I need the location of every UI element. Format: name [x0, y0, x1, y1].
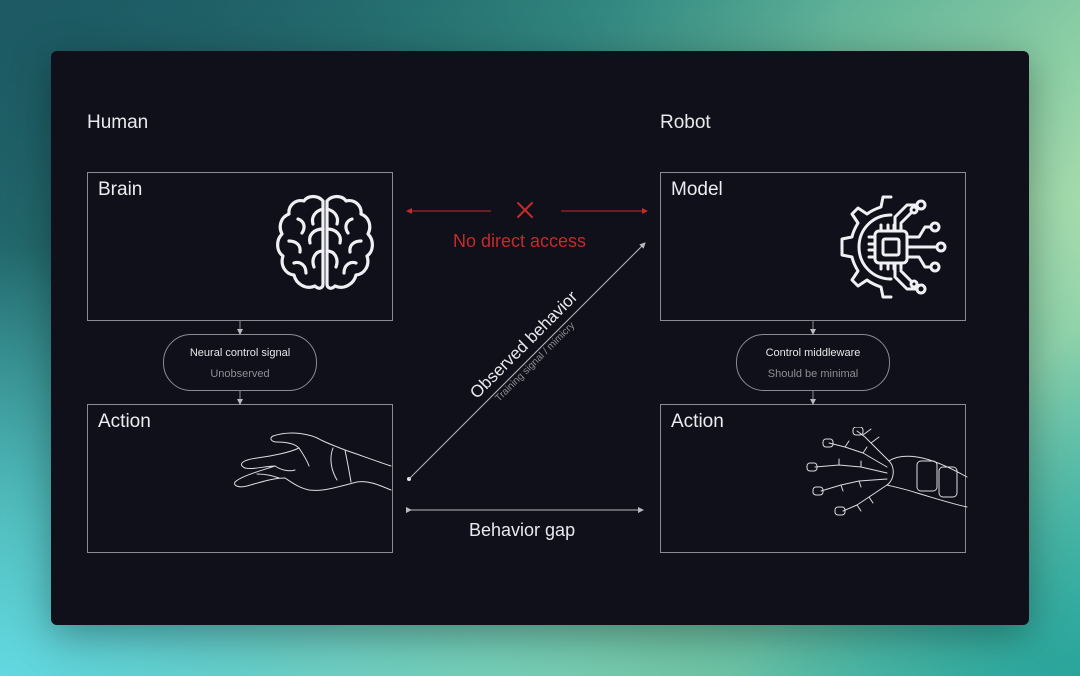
robot-hand-icon	[806, 427, 968, 516]
robot-model-box: Model	[660, 172, 966, 321]
human-action-label: Action	[98, 411, 151, 432]
control-middleware-label: Control middleware	[765, 347, 861, 359]
neural-control-signal-node: Neural control signal Unobserved	[163, 334, 317, 391]
human-brain-box: Brain	[87, 172, 393, 321]
no-access-x-icon	[517, 202, 533, 218]
neural-control-signal-label: Neural control signal	[189, 347, 291, 359]
human-column-title: Human	[87, 112, 149, 133]
no-direct-access-label: No direct access	[453, 231, 587, 251]
robot-action-label: Action	[671, 411, 724, 432]
behavior-gap-label: Behavior gap	[469, 520, 576, 540]
unobserved-label: Unobserved	[210, 368, 270, 380]
model-label: Model	[671, 179, 723, 200]
robot-chip-gear-icon	[840, 195, 947, 299]
observed-behavior-arrow	[408, 242, 646, 480]
connectors	[237, 202, 816, 513]
should-be-minimal-label: Should be minimal	[767, 368, 859, 380]
diagram-panel: Human Robot Brain Neural control signal …	[51, 51, 1029, 625]
human-hand-icon	[234, 432, 392, 491]
robot-column-title: Robot	[660, 112, 711, 133]
brain-icon	[276, 194, 374, 290]
brain-label: Brain	[98, 179, 143, 200]
